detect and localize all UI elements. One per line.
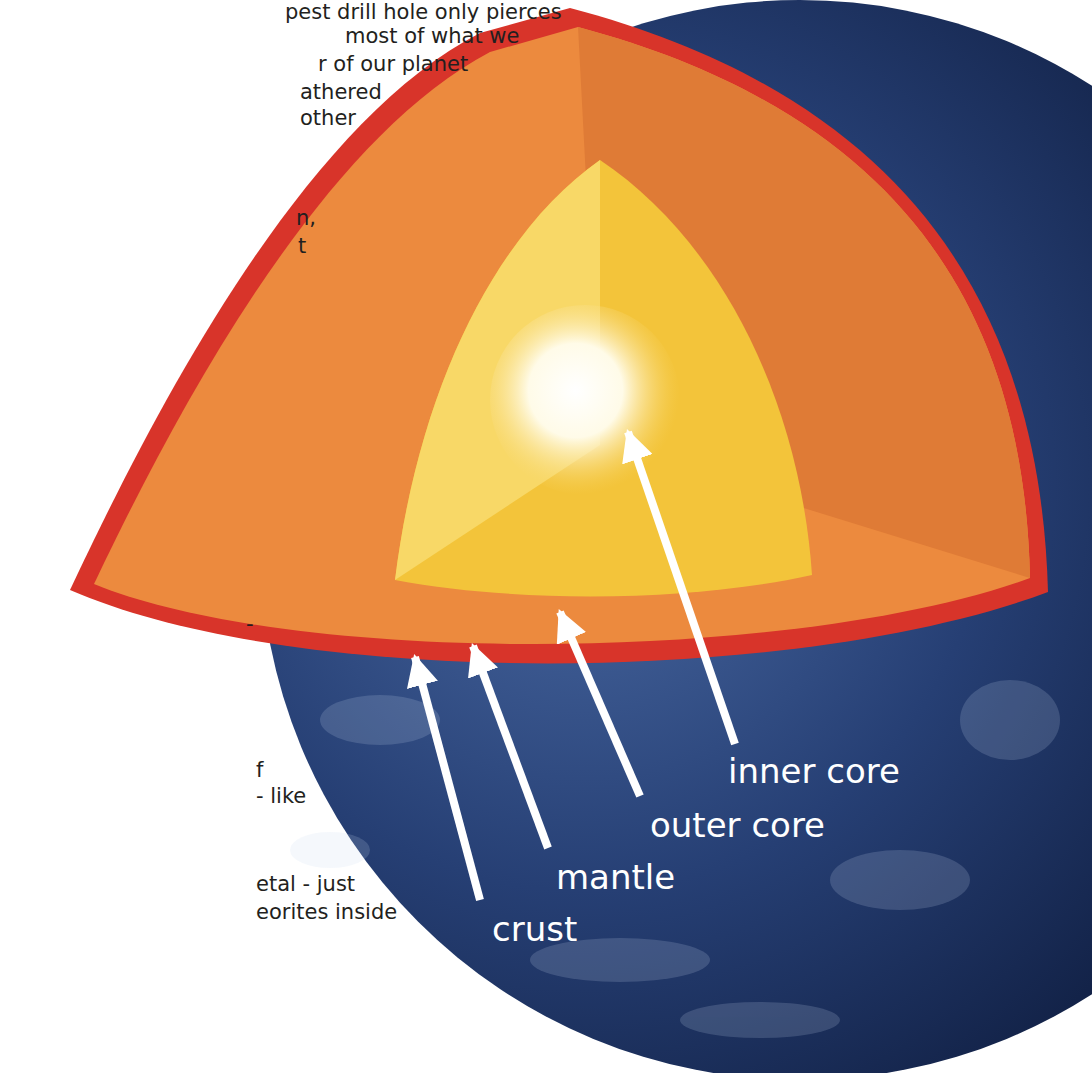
outer-core-layer	[395, 160, 812, 596]
body-text-fragment: n,	[296, 206, 316, 230]
body-text-fragment: r of our planet	[318, 52, 468, 76]
body-text-fragment: f	[256, 758, 263, 782]
body-text-fragment: - like	[256, 784, 306, 808]
crust-layer	[70, 8, 1048, 663]
body-text-fragment: eorites inside	[256, 900, 397, 924]
body-text-fragment: other	[300, 106, 356, 130]
body-text-fragment: t	[298, 234, 306, 258]
inner-core	[490, 305, 680, 495]
cloud-patches	[290, 680, 1060, 1038]
body-text-fragment: pest drill hole only pierces	[285, 0, 562, 24]
body-text-fragment: most of what we	[345, 24, 519, 48]
leader-arrow	[473, 646, 548, 848]
leader-arrow	[560, 612, 640, 796]
body-text-fragment: athered	[300, 80, 382, 104]
layer-label: crust	[492, 910, 577, 949]
layer-label: inner core	[728, 752, 900, 791]
body-text-fragment: -	[246, 612, 254, 636]
layer-label: mantle	[556, 858, 675, 897]
body-text-fragment: etal - just	[256, 872, 355, 896]
leader-arrow	[415, 657, 480, 900]
mantle-layer	[94, 27, 1030, 644]
layer-label: outer core	[650, 806, 825, 845]
leader-arrow	[628, 432, 735, 744]
